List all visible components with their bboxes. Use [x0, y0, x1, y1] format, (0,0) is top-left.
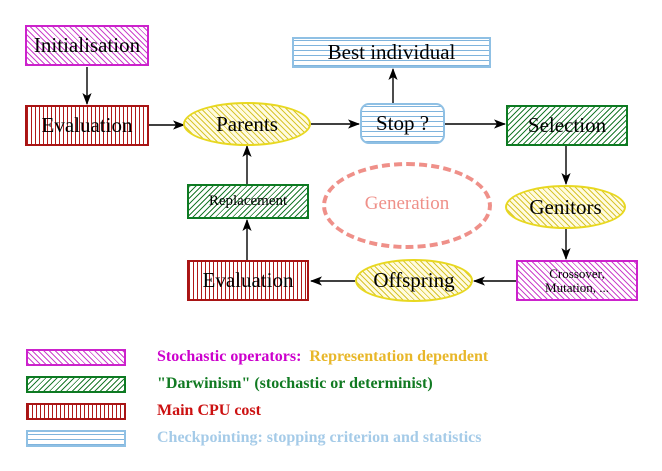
node-stop[interactable]: Stop ? [360, 103, 445, 144]
legend-label-main-3: Checkpointing: stopping criterion and st… [157, 429, 482, 446]
legend: Stochastic operators: Representation dep… [26, 344, 646, 452]
legend-label-main-1: "Darwinism" (stochastic or determinist) [157, 375, 433, 392]
legend-row-3: Checkpointing: stopping criterion and st… [26, 425, 646, 451]
node-variation[interactable]: Crossover, Mutation, ... [516, 260, 638, 301]
node-selection[interactable]: Selection [506, 105, 628, 146]
legend-label-extra-0: Representation dependent [301, 348, 489, 365]
legend-label-2: Main CPU cost [157, 402, 261, 420]
legend-swatch-red [26, 402, 126, 420]
node-label-replacement: Replacement [208, 192, 288, 209]
legend-label-1: "Darwinism" (stochastic or determinist) [157, 375, 433, 393]
generation-dashed-ellipse [322, 162, 492, 249]
node-evaluation_top[interactable]: Evaluation [25, 105, 149, 146]
node-label-selection: Selection [527, 113, 607, 138]
node-offspring[interactable]: Offspring [355, 259, 473, 302]
node-best[interactable]: Best individual [292, 37, 491, 68]
legend-row-1: "Darwinism" (stochastic or determinist) [26, 371, 646, 397]
node-replacement[interactable]: Replacement [187, 184, 309, 219]
node-parents[interactable]: Parents [183, 102, 311, 146]
node-label-stop: Stop ? [375, 111, 430, 136]
node-evaluation_bot[interactable]: Evaluation [187, 260, 309, 301]
node-label-best: Best individual [327, 40, 456, 65]
legend-row-0: Stochastic operators: Representation dep… [26, 344, 646, 370]
legend-row-2: Main CPU cost [26, 398, 646, 424]
node-label-variation: Crossover, Mutation, ... [545, 265, 609, 295]
node-label-evaluation_bot: Evaluation [202, 268, 294, 293]
legend-label-main-0: Stochastic operators: [157, 348, 302, 365]
legend-swatch-magenta [26, 348, 126, 366]
node-label-parents: Parents [216, 111, 278, 136]
node-label-evaluation_top: Evaluation [41, 113, 133, 138]
node-genitors[interactable]: Genitors [505, 185, 626, 229]
legend-swatch-blue [26, 429, 126, 447]
node-label-offspring: Offspring [373, 268, 455, 293]
legend-label-0: Stochastic operators: Representation dep… [157, 348, 488, 366]
legend-swatch-green [26, 375, 126, 393]
generation-label: Generation [364, 192, 450, 214]
node-label-initialisation: Initialisation [33, 33, 141, 58]
legend-label-main-2: Main CPU cost [157, 402, 261, 419]
node-initialisation[interactable]: Initialisation [25, 25, 149, 66]
node-label-genitors: Genitors [529, 194, 602, 219]
legend-label-3: Checkpointing: stopping criterion and st… [157, 429, 481, 447]
